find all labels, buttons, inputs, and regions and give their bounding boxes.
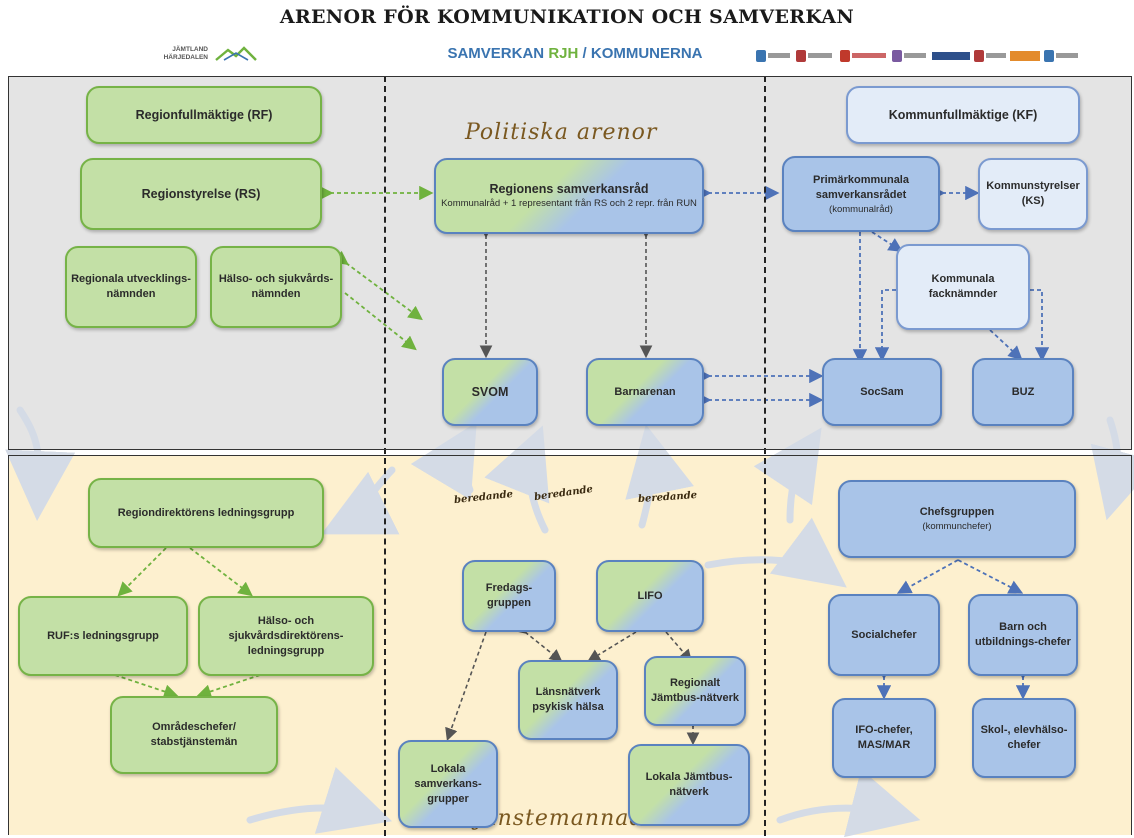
box-title: Regionens samverkansråd <box>489 182 649 196</box>
municipality-logos <box>752 46 1132 68</box>
diagram-title: ARENOR FÖR KOMMUNIKATION OCH SAMVERKAN <box>279 6 855 28</box>
box-kommunala-facknamnder[interactable]: Kommunala facknämnder <box>896 244 1030 330</box>
box-regionfullmaktige[interactable]: Regionfullmäktige (RF) <box>86 86 322 144</box>
box-label: Kommunala facknämnder <box>928 273 998 300</box>
box-regionalt-jamtbusnatverk[interactable]: Regionalt Jämtbus-nätverk <box>644 656 746 726</box>
box-omradeschefer[interactable]: Områdeschefer/ stabstjänstemän <box>110 696 278 774</box>
box-lifo[interactable]: LIFO <box>596 560 704 632</box>
box-buz[interactable]: BUZ <box>972 358 1074 426</box>
box-label: SocSam <box>860 385 904 398</box>
box-kommunstyrelser[interactable]: Kommunstyrelser (KS) <box>978 158 1088 230</box>
box-subtitle: (kommunchefer) <box>922 521 992 532</box>
flow-arrow <box>484 425 550 534</box>
link-ruf-omr <box>114 674 179 699</box>
divider-left <box>384 76 386 836</box>
region-logo-text: JÄMTLAND HÄRJEDALEN <box>148 46 208 62</box>
flow-arrow <box>776 769 921 838</box>
political-arena-frame <box>8 76 1132 450</box>
political-arena-label: Politiska arenor <box>465 120 658 145</box>
link-nämnder-2 <box>344 292 417 351</box>
box-title: Primärkommunala samverkansrådet <box>813 173 909 201</box>
box-label: Regionstyrelse (RS) <box>141 186 261 201</box>
link-hsdl-omr <box>196 674 261 699</box>
flow-arrow <box>321 466 400 535</box>
link-chefs-barn <box>957 559 1024 594</box>
link-lifo-lans <box>587 631 637 662</box>
box-halso-sjukvardsnamnden[interactable]: Hälso- och sjukvårds-nämnden <box>210 246 342 328</box>
box-label: BUZ <box>1011 385 1035 398</box>
link-nämnder-1 <box>333 250 423 321</box>
box-lokala-samverkansgrupper[interactable]: Lokala samverkans-grupper <box>398 740 498 828</box>
box-chefsgruppen[interactable]: Chefsgruppen (kommunchefer) <box>838 480 1076 558</box>
box-label: LIFO <box>637 589 663 602</box>
link-rdlg-hsdl <box>189 547 253 597</box>
link-fack-buz-2 <box>1030 289 1050 362</box>
box-ruf-ledningsgrupp[interactable]: RUF:s ledningsgrupp <box>18 596 188 676</box>
box-label: Regiondirektörens ledningsgrupp <box>117 506 295 519</box>
box-label: Kommunstyrelser (KS) <box>986 180 1080 207</box>
box-title: Chefsgruppen <box>919 506 995 518</box>
box-label: Kommunfullmäktige (KF) <box>888 107 1038 122</box>
box-ifo-chefer[interactable]: IFO-chefer, MAS/MAR <box>832 698 936 778</box>
box-label: Barn och utbildnings-chefer <box>975 621 1071 648</box>
box-halso-sjukvardsdirektorens-ledningsgrupp[interactable]: Hälso- och sjukvårdsdirektörens-lednings… <box>198 596 374 676</box>
box-svom[interactable]: SVOM <box>442 358 538 426</box>
box-fredagsgruppen[interactable]: Fredags-gruppen <box>462 560 556 632</box>
flow-arrow <box>704 517 847 588</box>
box-socialchefer[interactable]: Socialchefer <box>828 594 940 676</box>
box-label: Regionalt Jämtbus-nätverk <box>650 677 740 704</box>
header-rjh: RJH <box>548 45 579 62</box>
box-kommunfullmaktige[interactable]: Kommunfullmäktige (KF) <box>846 86 1080 144</box>
box-barnarenan[interactable]: Barnarenan <box>586 358 704 426</box>
municipality-logos-icon <box>756 50 1078 62</box>
box-barn-utbildningschefer[interactable]: Barn och utbildnings-chefer <box>968 594 1078 676</box>
box-label: Hälso- och sjukvårds-nämnden <box>218 273 334 300</box>
link-fredag-lans <box>513 621 563 662</box>
header-slash: / <box>582 45 587 62</box>
box-label: Lokala Jämtbus-nätverk <box>645 771 733 798</box>
link-psr-fack <box>871 231 904 252</box>
official-arena-frame <box>8 455 1132 835</box>
link-rdlg-ruf <box>117 547 167 597</box>
divider-right <box>764 76 766 836</box>
link-fack-socsam <box>874 289 896 362</box>
box-label: Skol-, elevhälso-chefer <box>980 724 1068 751</box>
link-lifo-regj <box>665 631 693 663</box>
region-logo-line2: HÄRJEDALEN <box>163 54 208 61</box>
box-socsam[interactable]: SocSam <box>822 358 942 426</box>
box-label: Områdeschefer/ stabstjänstemän <box>150 721 238 748</box>
flow-arrow <box>410 421 477 501</box>
box-subtitle: Kommunalråd + 1 representant från RS och… <box>441 198 697 209</box>
box-label: Regionfullmäktige (RF) <box>135 107 273 122</box>
box-regionala-utvecklingsnamnden[interactable]: Regionala utvecklings-nämnden <box>65 246 197 328</box>
box-label: IFO-chefer, MAS/MAR <box>855 724 913 751</box>
region-logo-line1: JÄMTLAND <box>172 46 208 53</box>
box-skol-elevhalsochefer[interactable]: Skol-, elevhälso-chefer <box>972 698 1076 778</box>
box-label: Lokala samverkans-grupper <box>414 762 482 805</box>
box-label: Länsnätverk psykisk hälsa <box>532 686 604 713</box>
box-regionens-samverkansrad[interactable]: Regionens samverkansråd Kommunalråd + 1 … <box>434 158 704 234</box>
flow-arrow <box>246 766 393 834</box>
box-primarkommunala-samverkansradet[interactable]: Primärkommunala samverkansrådet (kommuna… <box>782 156 940 232</box>
link-fredag-lokala <box>445 631 487 742</box>
box-label: Fredags-gruppen <box>485 582 533 609</box>
box-regionstyrelse[interactable]: Regionstyrelse (RS) <box>80 158 322 230</box>
box-label: Barnarenan <box>614 385 676 398</box>
box-regiondirektorens-ledningsgrupp[interactable]: Regiondirektörens ledningsgrupp <box>88 478 324 548</box>
box-label: Regionala utvecklings-nämnden <box>71 273 191 300</box>
box-label: RUF:s ledningsgrupp <box>47 629 159 642</box>
box-lansnatverk-psykisk-halsa[interactable]: Länsnätverk psykisk hälsa <box>518 660 618 740</box>
box-subtitle: (kommunalråd) <box>829 203 893 215</box>
header-kommunerna: KOMMUNERNA <box>590 45 703 62</box>
region-logo: JÄMTLAND HÄRJEDALEN <box>148 42 278 68</box>
box-lokala-jamtbusnatverk[interactable]: Lokala Jämtbus-nätverk <box>628 744 750 826</box>
header-subtitle: SAMVERKAN RJH / KOMMUNERNA <box>405 45 745 62</box>
mountain-logo-icon <box>215 46 257 61</box>
box-label: Hälso- och sjukvårdsdirektörens-lednings… <box>228 614 344 657</box>
flow-arrow <box>1090 416 1134 521</box>
box-label: Socialchefer <box>851 628 917 641</box>
box-label: SVOM <box>471 384 509 399</box>
flow-arrow <box>625 424 694 529</box>
header-samverkan: SAMVERKAN <box>447 45 545 62</box>
